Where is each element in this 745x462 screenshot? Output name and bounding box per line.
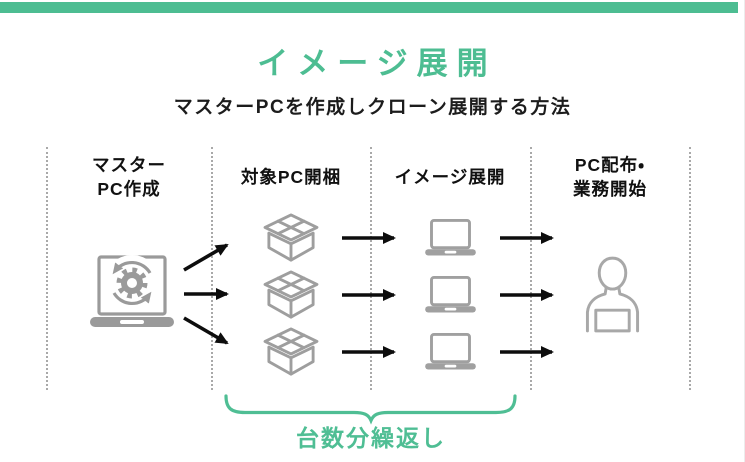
open-box-icon: [263, 270, 319, 319]
person-icon: [585, 256, 640, 333]
open-box-icon: [263, 213, 319, 262]
open-box-icon: [263, 327, 319, 376]
laptop-icon: [425, 276, 476, 313]
laptop-sync-gear-icon: [90, 255, 174, 327]
column-divider-3: [370, 147, 372, 390]
brace-label: 台数分繰返し: [296, 425, 446, 451]
column-header-master: マスター PC作成: [92, 155, 166, 199]
arrow-master-to-box-3: [183, 316, 229, 345]
column-header-unbox: 対象PC開梱: [240, 167, 342, 187]
page-title: イメージ展開: [257, 46, 497, 81]
column-header-start: PC配布・ 業務開始: [573, 155, 647, 199]
page-subtitle: マスターPCを作成しクローン展開する方法: [173, 97, 572, 118]
column-divider-1: [46, 147, 48, 390]
column-divider-4: [530, 147, 532, 390]
top-accent-bar: [0, 2, 738, 13]
column-divider-5: [689, 147, 691, 390]
column-header-deploy: イメージ展開: [394, 167, 506, 187]
laptop-icon: [425, 219, 476, 256]
arrow-master-to-box-1: [183, 243, 229, 272]
repeat-brace: [224, 394, 517, 425]
laptop-icon: [425, 333, 476, 370]
